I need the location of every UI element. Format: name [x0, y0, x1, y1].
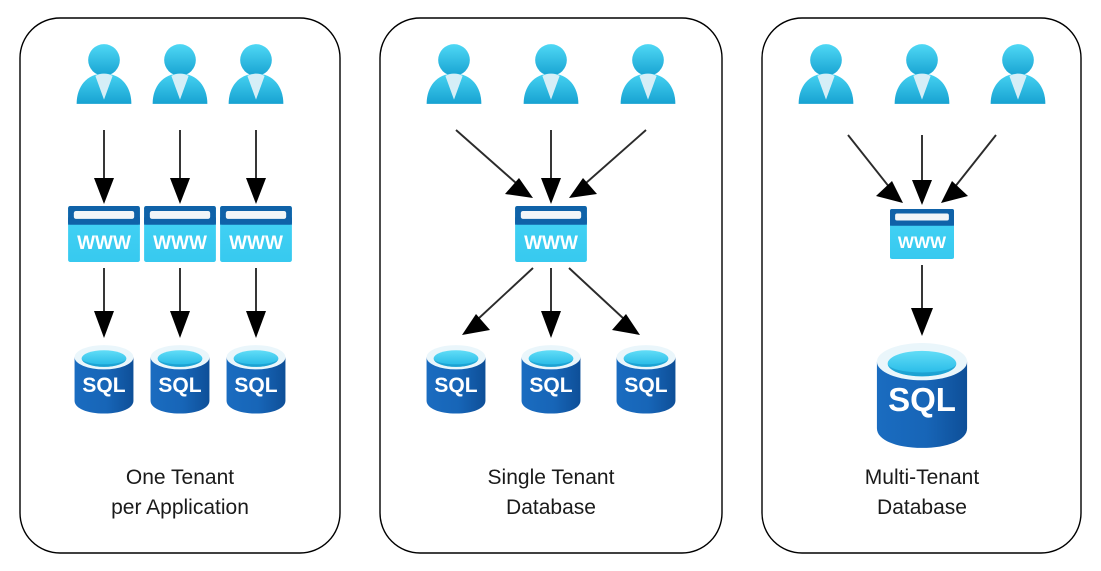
panel-title-line-1: Multi-Tenant [865, 466, 980, 489]
panel-title-line-2: Database [877, 496, 967, 519]
www-label: WWW [77, 233, 131, 254]
panel-title-line-1: One Tenant [126, 466, 234, 489]
www-label: WWW [153, 233, 207, 254]
flow-arrow-web-to-db [911, 265, 933, 336]
sql-label: SQL [158, 374, 201, 397]
panel-title-line-2: per Application [111, 496, 249, 519]
www-browser-icon: WWW [890, 209, 954, 259]
www-browser-icon: WWW [144, 206, 216, 262]
www-label: WWW [898, 233, 947, 252]
flow-arrow-user-to-web [455, 129, 647, 204]
www-browser-icon: WWW [68, 206, 140, 262]
flow-arrow-web-to-db [462, 267, 640, 338]
www-browser-icon: WWW [515, 206, 587, 262]
www-label: WWW [229, 233, 283, 254]
sql-label: SQL [82, 374, 125, 397]
sql-database-icon: SQL [226, 345, 286, 414]
flow-arrow-user-to-web [94, 130, 266, 204]
www-browser-icon: WWW [220, 206, 292, 262]
panel-multi-tenant-database[interactable]: WWW SQL Multi-Tenant Database [761, 17, 1082, 554]
flow-arrow-web-to-db [94, 268, 266, 338]
sql-database-icon: SQL [150, 345, 210, 414]
sql-label: SQL [234, 374, 277, 397]
panel-title-line-1: Single Tenant [488, 466, 615, 489]
sql-database-icon: SQL [616, 345, 676, 414]
www-label: WWW [524, 233, 578, 254]
sql-label: SQL [434, 374, 477, 397]
sql-label: SQL [529, 374, 572, 397]
sql-database-icon: SQL [426, 345, 486, 414]
panel-one-tenant-per-application[interactable]: WWW WWW WWW SQL SQL S [19, 17, 341, 554]
sql-label: SQL [624, 374, 667, 397]
panel-single-tenant-database[interactable]: WWW SQL SQL SQL Single Tenant Database [379, 17, 723, 554]
sql-label: SQL [888, 381, 956, 418]
sql-database-icon: SQL [74, 345, 134, 414]
panel-title-line-2: Database [506, 496, 596, 519]
sql-database-icon: SQL [876, 343, 968, 448]
sql-database-icon: SQL [521, 345, 581, 414]
flow-arrow-user-to-web [847, 134, 997, 205]
